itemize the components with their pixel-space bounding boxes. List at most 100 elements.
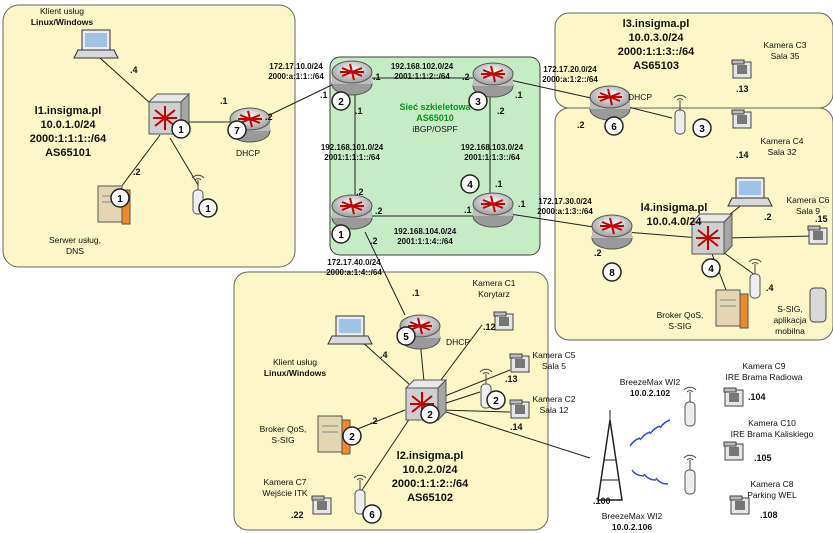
- l4-ssig-label-2: aplikacja: [773, 315, 806, 325]
- l1-as: AS65101: [45, 147, 91, 159]
- link-r3-l3-ipv6: 2000:a:1:2::/64: [542, 75, 598, 84]
- l2-client-os: Linux/Windows: [264, 368, 327, 378]
- camera-c10-label: Kamera C10: [748, 418, 796, 428]
- link-r3-r4-ipv4: 192.168.103.0/24: [461, 143, 524, 152]
- router-6-icon[interactable]: [590, 86, 630, 120]
- camera-c3-label: Kamera C3: [764, 40, 807, 50]
- camera-c7-location: Wejście ITK: [262, 488, 308, 498]
- camera-c9-icon[interactable]: [724, 388, 743, 406]
- link-r4-l4-ipv4: 172.17.30.0/24: [538, 197, 592, 206]
- camera-c2-location: Sala 12: [540, 405, 569, 415]
- badge-router-4: 4: [467, 180, 473, 191]
- svg-text:.2: .2: [497, 106, 505, 116]
- l3-net6: 2000:1:1:3::/64: [618, 46, 695, 58]
- router-4-icon[interactable]: [473, 193, 513, 227]
- svg-text:.12: .12: [483, 322, 496, 332]
- broker-qos-l4-icon[interactable]: [716, 290, 748, 328]
- breezemax-cpe-1-icon[interactable]: [684, 387, 696, 426]
- svg-text:.1: .1: [373, 72, 381, 82]
- badge-router-5: 5: [403, 332, 409, 343]
- camera-c5-location: Sala 5: [542, 361, 566, 371]
- svg-text:.1: .1: [495, 179, 503, 189]
- camera-c9-location: IRE Brama Radiowa: [725, 372, 802, 382]
- breezemax-1-label: BreezeMax WI2: [620, 377, 681, 387]
- camera-c4-location: Sala 32: [768, 147, 797, 157]
- router-1-icon[interactable]: [332, 195, 372, 229]
- badge-ap-l3: 3: [699, 124, 705, 135]
- svg-text:.2: .2: [370, 236, 378, 246]
- link-r2-r3-ipv6: 2001:1:1:2::/64: [394, 72, 450, 81]
- camera-c10-icon[interactable]: [724, 442, 743, 460]
- svg-text:.1: .1: [220, 96, 228, 106]
- camera-c8-location: Parking WEL: [747, 490, 797, 500]
- camera-c4-label: Kamera C4: [761, 136, 804, 146]
- svg-text:.2: .2: [577, 120, 585, 130]
- camera-c7-icon[interactable]: [312, 496, 331, 514]
- camera-c8-icon[interactable]: [730, 496, 749, 514]
- camera-c1-icon[interactable]: [494, 312, 513, 330]
- l1-server-label-2: DNS: [66, 246, 84, 256]
- badge-router-1: 1: [338, 230, 344, 241]
- l2-client-label: Klient usług: [273, 357, 317, 367]
- svg-text:.4: .4: [766, 283, 774, 293]
- svg-text:.13: .13: [736, 84, 749, 94]
- breezemax-1-ip: 10.0.2.102: [630, 388, 670, 398]
- svg-text:.1: .1: [515, 90, 523, 100]
- camera-c5-icon[interactable]: [510, 354, 529, 372]
- svg-text:.4: .4: [130, 65, 138, 75]
- l2-dhcp-label: DHCP: [446, 337, 470, 347]
- l3-net4: 10.0.3.0/24: [628, 32, 684, 44]
- breezemax-cpe-2-icon[interactable]: [684, 455, 696, 494]
- camera-c2-icon[interactable]: [510, 400, 529, 418]
- camera-c3-location: Sala 35: [771, 51, 800, 61]
- l2-net4: 10.0.2.0/24: [402, 464, 458, 476]
- l2-net6: 2000:1:1:2::/64: [392, 478, 469, 490]
- svg-text:.2: .2: [133, 167, 141, 177]
- camera-c10-ip: .105: [754, 453, 772, 463]
- l2-domain: l2.insigma.pl: [397, 450, 464, 462]
- camera-c1-label: Kamera C1: [473, 278, 516, 288]
- l3-as: AS65103: [633, 60, 679, 72]
- mobile-phone-icon[interactable]: [810, 288, 826, 322]
- svg-text:.1: .1: [355, 106, 363, 116]
- camera-c6-label: Kamera C6: [787, 195, 830, 205]
- svg-text:.2: .2: [462, 72, 470, 82]
- svg-text:.13: .13: [505, 374, 518, 384]
- badge-server: 1: [117, 194, 123, 205]
- svg-text:.1: .1: [464, 205, 472, 215]
- l1-server-label: Serwer usług,: [49, 235, 101, 245]
- svg-text:.4: .4: [380, 350, 388, 360]
- badge-router-2: 2: [338, 97, 344, 108]
- link-r4-l4-ipv6: 2000:a:1:3::/64: [537, 207, 593, 216]
- breezemax-2-ip: 10.0.2.106: [612, 522, 652, 532]
- l4-ssig-label-3: mobilna: [775, 326, 805, 336]
- link-r3-r4-ipv6: 2001:1:1:3::/64: [464, 153, 520, 162]
- camera-c9-label: Kamera C9: [743, 361, 786, 371]
- badge-router-7: 7: [234, 126, 240, 137]
- camera-c3-icon[interactable]: [732, 60, 751, 78]
- svg-text:.2: .2: [764, 212, 772, 222]
- camera-c6-icon[interactable]: [808, 226, 827, 244]
- l4-broker-label: Broker QoS,: [657, 310, 704, 320]
- svg-text:.2: .2: [265, 112, 273, 122]
- camera-c8-label: Kamera C8: [751, 479, 794, 489]
- wimax-tower-icon[interactable]: [598, 410, 622, 500]
- l1-dhcp-label: DHCP: [236, 148, 260, 158]
- link-r3-l3-ipv4: 172.17.20.0/24: [543, 65, 597, 74]
- link-l1-r2-ipv4: 172.17.10.0/24: [269, 62, 323, 71]
- camera-c2-label: Kamera C2: [533, 394, 576, 404]
- wireless-waves: [630, 420, 670, 484]
- l1-domain: l1.insigma.pl: [35, 105, 102, 117]
- l1-client-label: Klient usług: [40, 6, 84, 16]
- router-8-icon[interactable]: [592, 215, 632, 249]
- svg-text:.2: .2: [594, 248, 602, 258]
- svg-text:.2: .2: [370, 416, 378, 426]
- svg-text:.1: .1: [320, 90, 328, 100]
- badge-switch-l1: 1: [178, 125, 184, 136]
- router-2-icon[interactable]: [332, 61, 372, 95]
- backbone-as: AS65010: [416, 113, 454, 123]
- badge-switch-l4: 4: [708, 264, 714, 275]
- link-r2-r1-ipv4: 192.168.101.0/24: [321, 143, 384, 152]
- camera-c4-icon[interactable]: [732, 110, 751, 128]
